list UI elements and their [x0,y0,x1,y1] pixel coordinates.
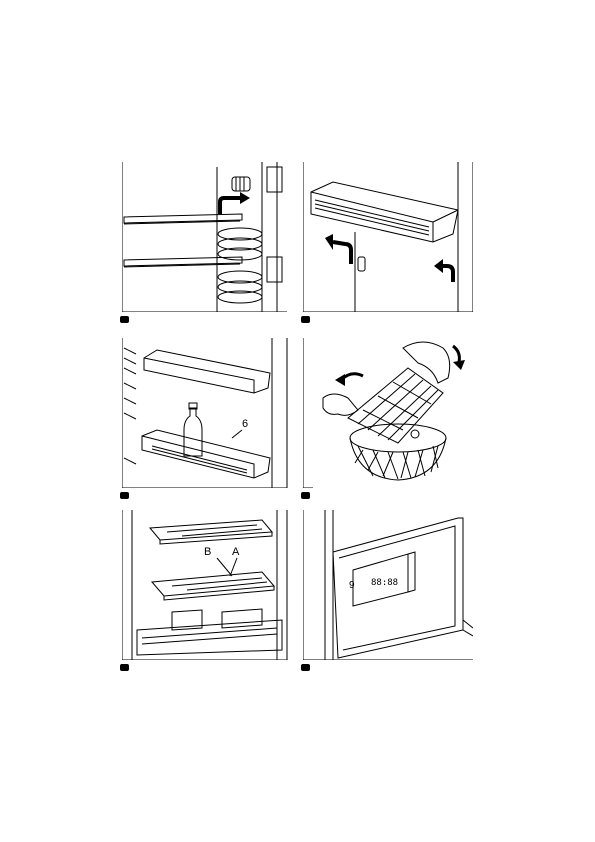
figure-6-callout-9: 9 [349,580,355,591]
figure-6-display-readout: 88:88 [371,578,399,588]
figure-5-number-badge [120,664,129,671]
figure-6-freezer-display: 9 88:88 [301,510,473,671]
figure-1-shelf-removal [120,162,292,323]
figure-5-drawing [122,510,288,660]
figure-1-number-badge [120,316,129,323]
figure-6-drawing [303,510,473,660]
figure-3-drawing [122,338,288,488]
figure-4-number-badge [301,492,310,499]
figure-3-door-bottle-shelf: 6 [120,338,292,499]
figure-2-door-shelf [301,162,473,323]
figure-6-number-badge [301,664,310,671]
figure-5-callout-a: A [232,546,240,558]
figure-3-callout-6: 6 [242,418,249,430]
figure-4-ice-tray [301,338,473,499]
figure-2-drawing [303,162,473,312]
figure-5-glass-shelves: B A [120,510,292,671]
figure-4-drawing [303,338,465,488]
figure-2-number-badge [301,316,310,323]
figure-5-callout-b: B [204,546,212,558]
figure-1-drawing [122,162,287,312]
figure-3-number-badge [120,492,129,499]
